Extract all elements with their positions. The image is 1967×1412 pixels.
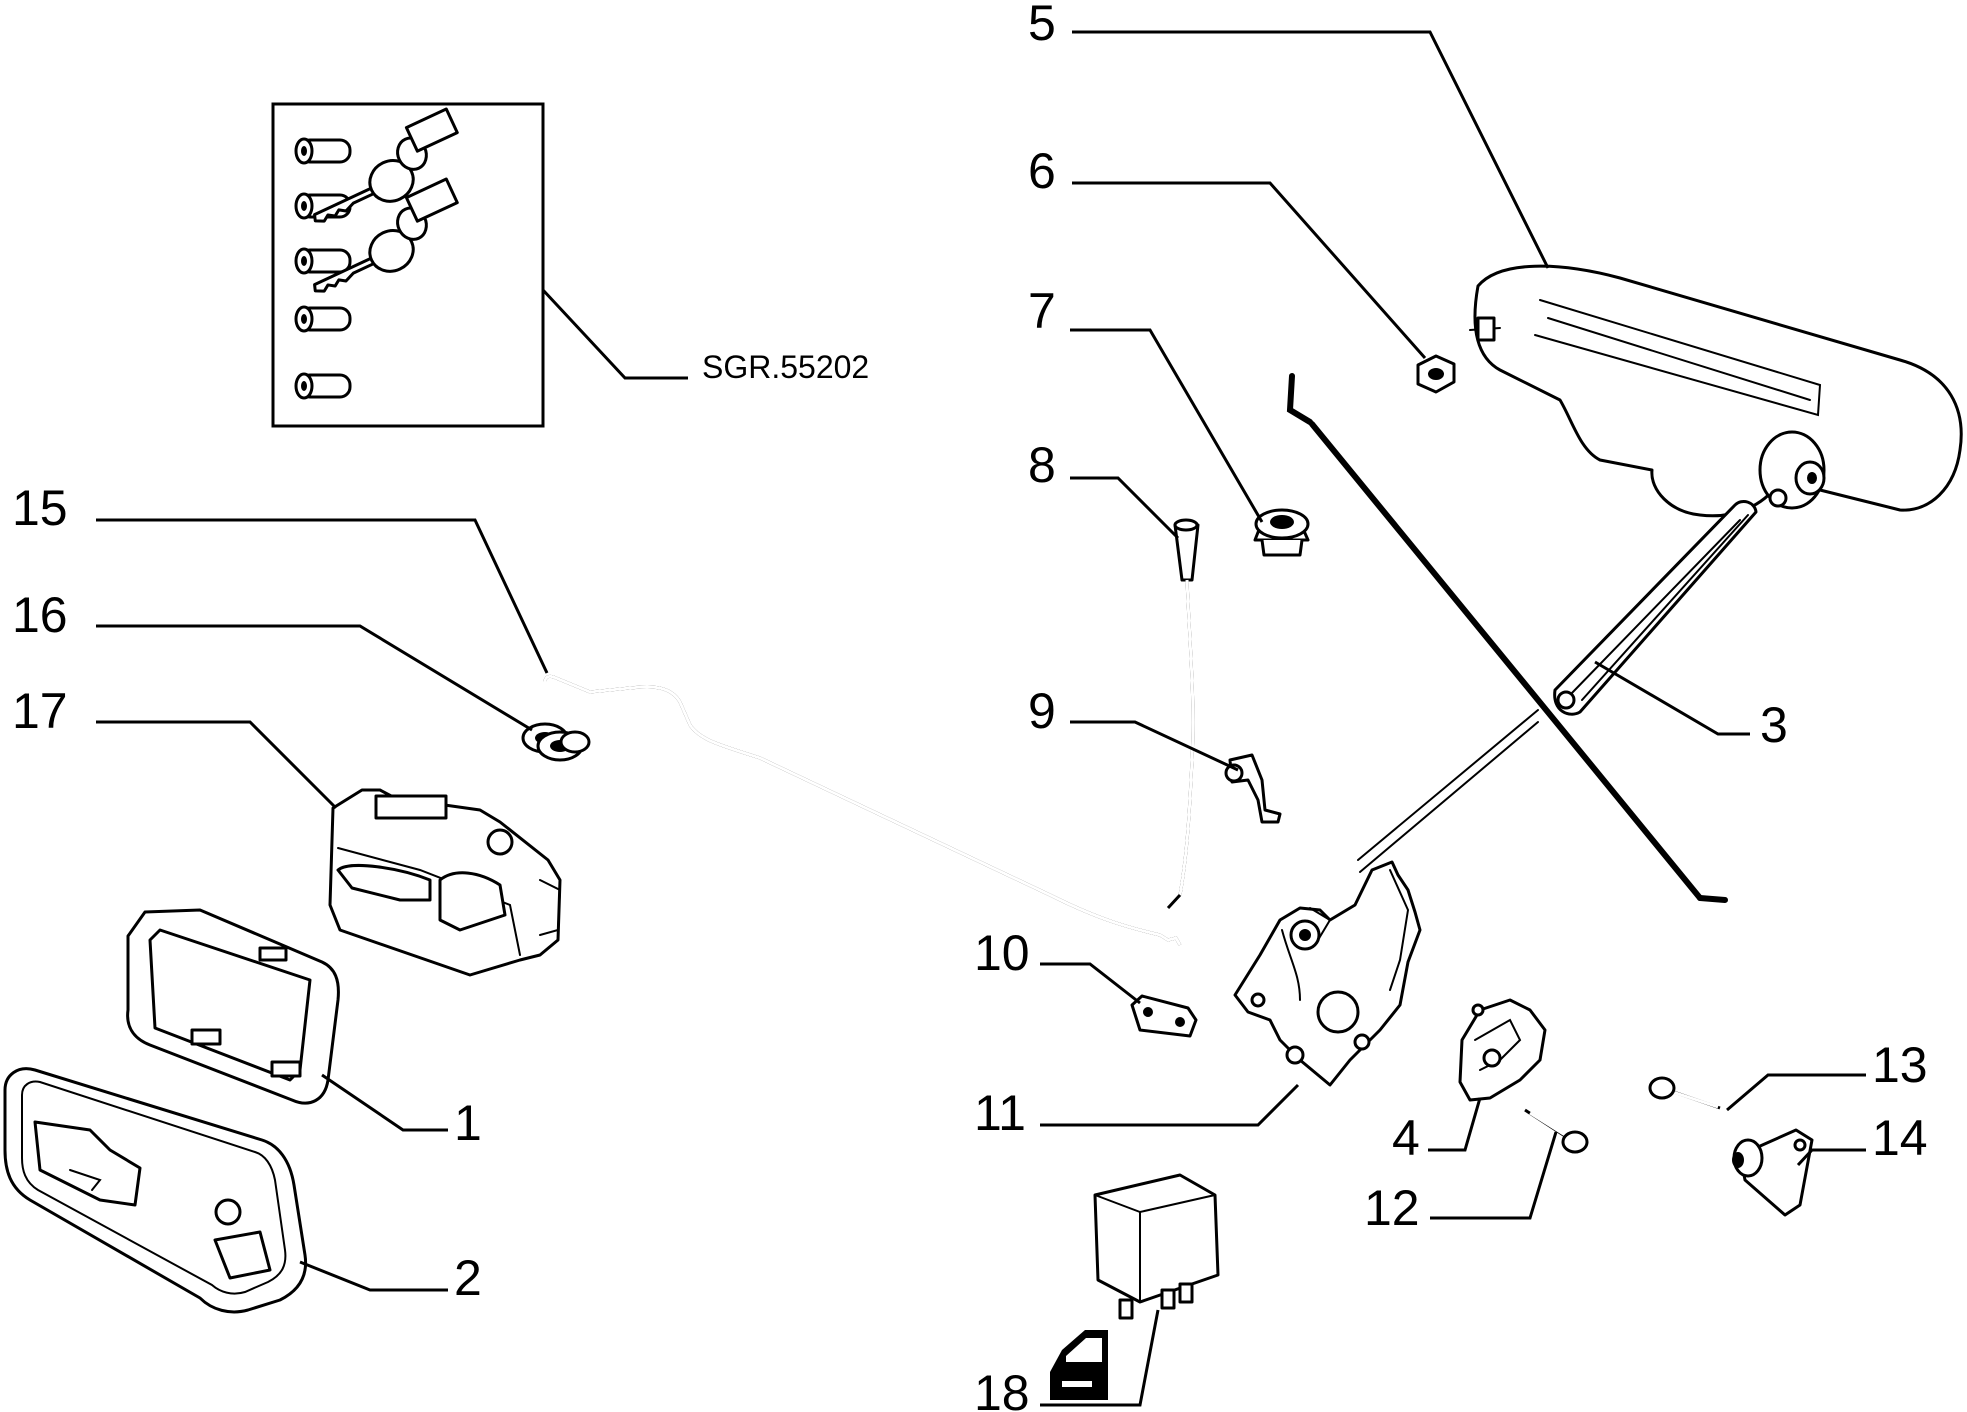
key-set	[313, 107, 459, 293]
small-bracket-part	[1130, 994, 1198, 1038]
inner-handle-housing-part	[328, 788, 562, 977]
trim-plate-part	[3, 1067, 308, 1314]
door-latch-part	[1233, 860, 1422, 1087]
callout-17: 17	[12, 683, 68, 739]
callout-18: 18	[974, 1365, 1030, 1412]
callout-12: 12	[1364, 1180, 1420, 1236]
door-edge-outline	[1286, 373, 1728, 903]
callout-6: 6	[1028, 143, 1056, 199]
leader-lines	[96, 30, 1866, 1407]
kit-reference-label: SGR.55202	[702, 349, 869, 385]
lock-button-rod-part	[1166, 518, 1200, 910]
callout-5: 5	[1028, 0, 1056, 51]
bolt-13-part	[1648, 1076, 1721, 1110]
screw-12-part	[1524, 1108, 1589, 1154]
rod-clip-part	[1224, 753, 1282, 824]
callout-11: 11	[974, 1085, 1026, 1141]
callout-3: 3	[1760, 697, 1788, 753]
callout-labels: 5 6 7 8 9 10 11 3 4 12 13 14 15 16 17 1 …	[12, 0, 1928, 1412]
callout-10: 10	[974, 925, 1030, 981]
tie-rod-part	[1553, 500, 1758, 716]
guide-lines	[1357, 709, 1539, 873]
lock-kit-box: SGR.55202	[271, 102, 869, 428]
callout-1: 1	[454, 1095, 482, 1151]
callout-8: 8	[1028, 437, 1056, 493]
grommet-part	[1253, 508, 1310, 557]
rod-clips-part	[521, 722, 591, 762]
door-lock-icon	[1050, 1330, 1108, 1400]
callout-9: 9	[1028, 683, 1056, 739]
callout-15: 15	[12, 480, 68, 536]
callout-7: 7	[1028, 283, 1056, 339]
striker-pin-part	[1732, 1128, 1814, 1217]
link-rod-part	[543, 674, 1182, 946]
callout-4: 4	[1392, 1110, 1420, 1166]
outer-handle-part	[1469, 264, 1963, 518]
callout-16: 16	[12, 587, 68, 643]
callout-2: 2	[454, 1250, 482, 1306]
striker-plate-part	[1458, 998, 1547, 1102]
callout-13: 13	[1872, 1037, 1928, 1093]
control-unit-part	[1093, 1173, 1220, 1320]
bezel-frame-part	[126, 908, 340, 1105]
callout-14: 14	[1872, 1110, 1928, 1166]
nut-part	[1416, 354, 1456, 394]
